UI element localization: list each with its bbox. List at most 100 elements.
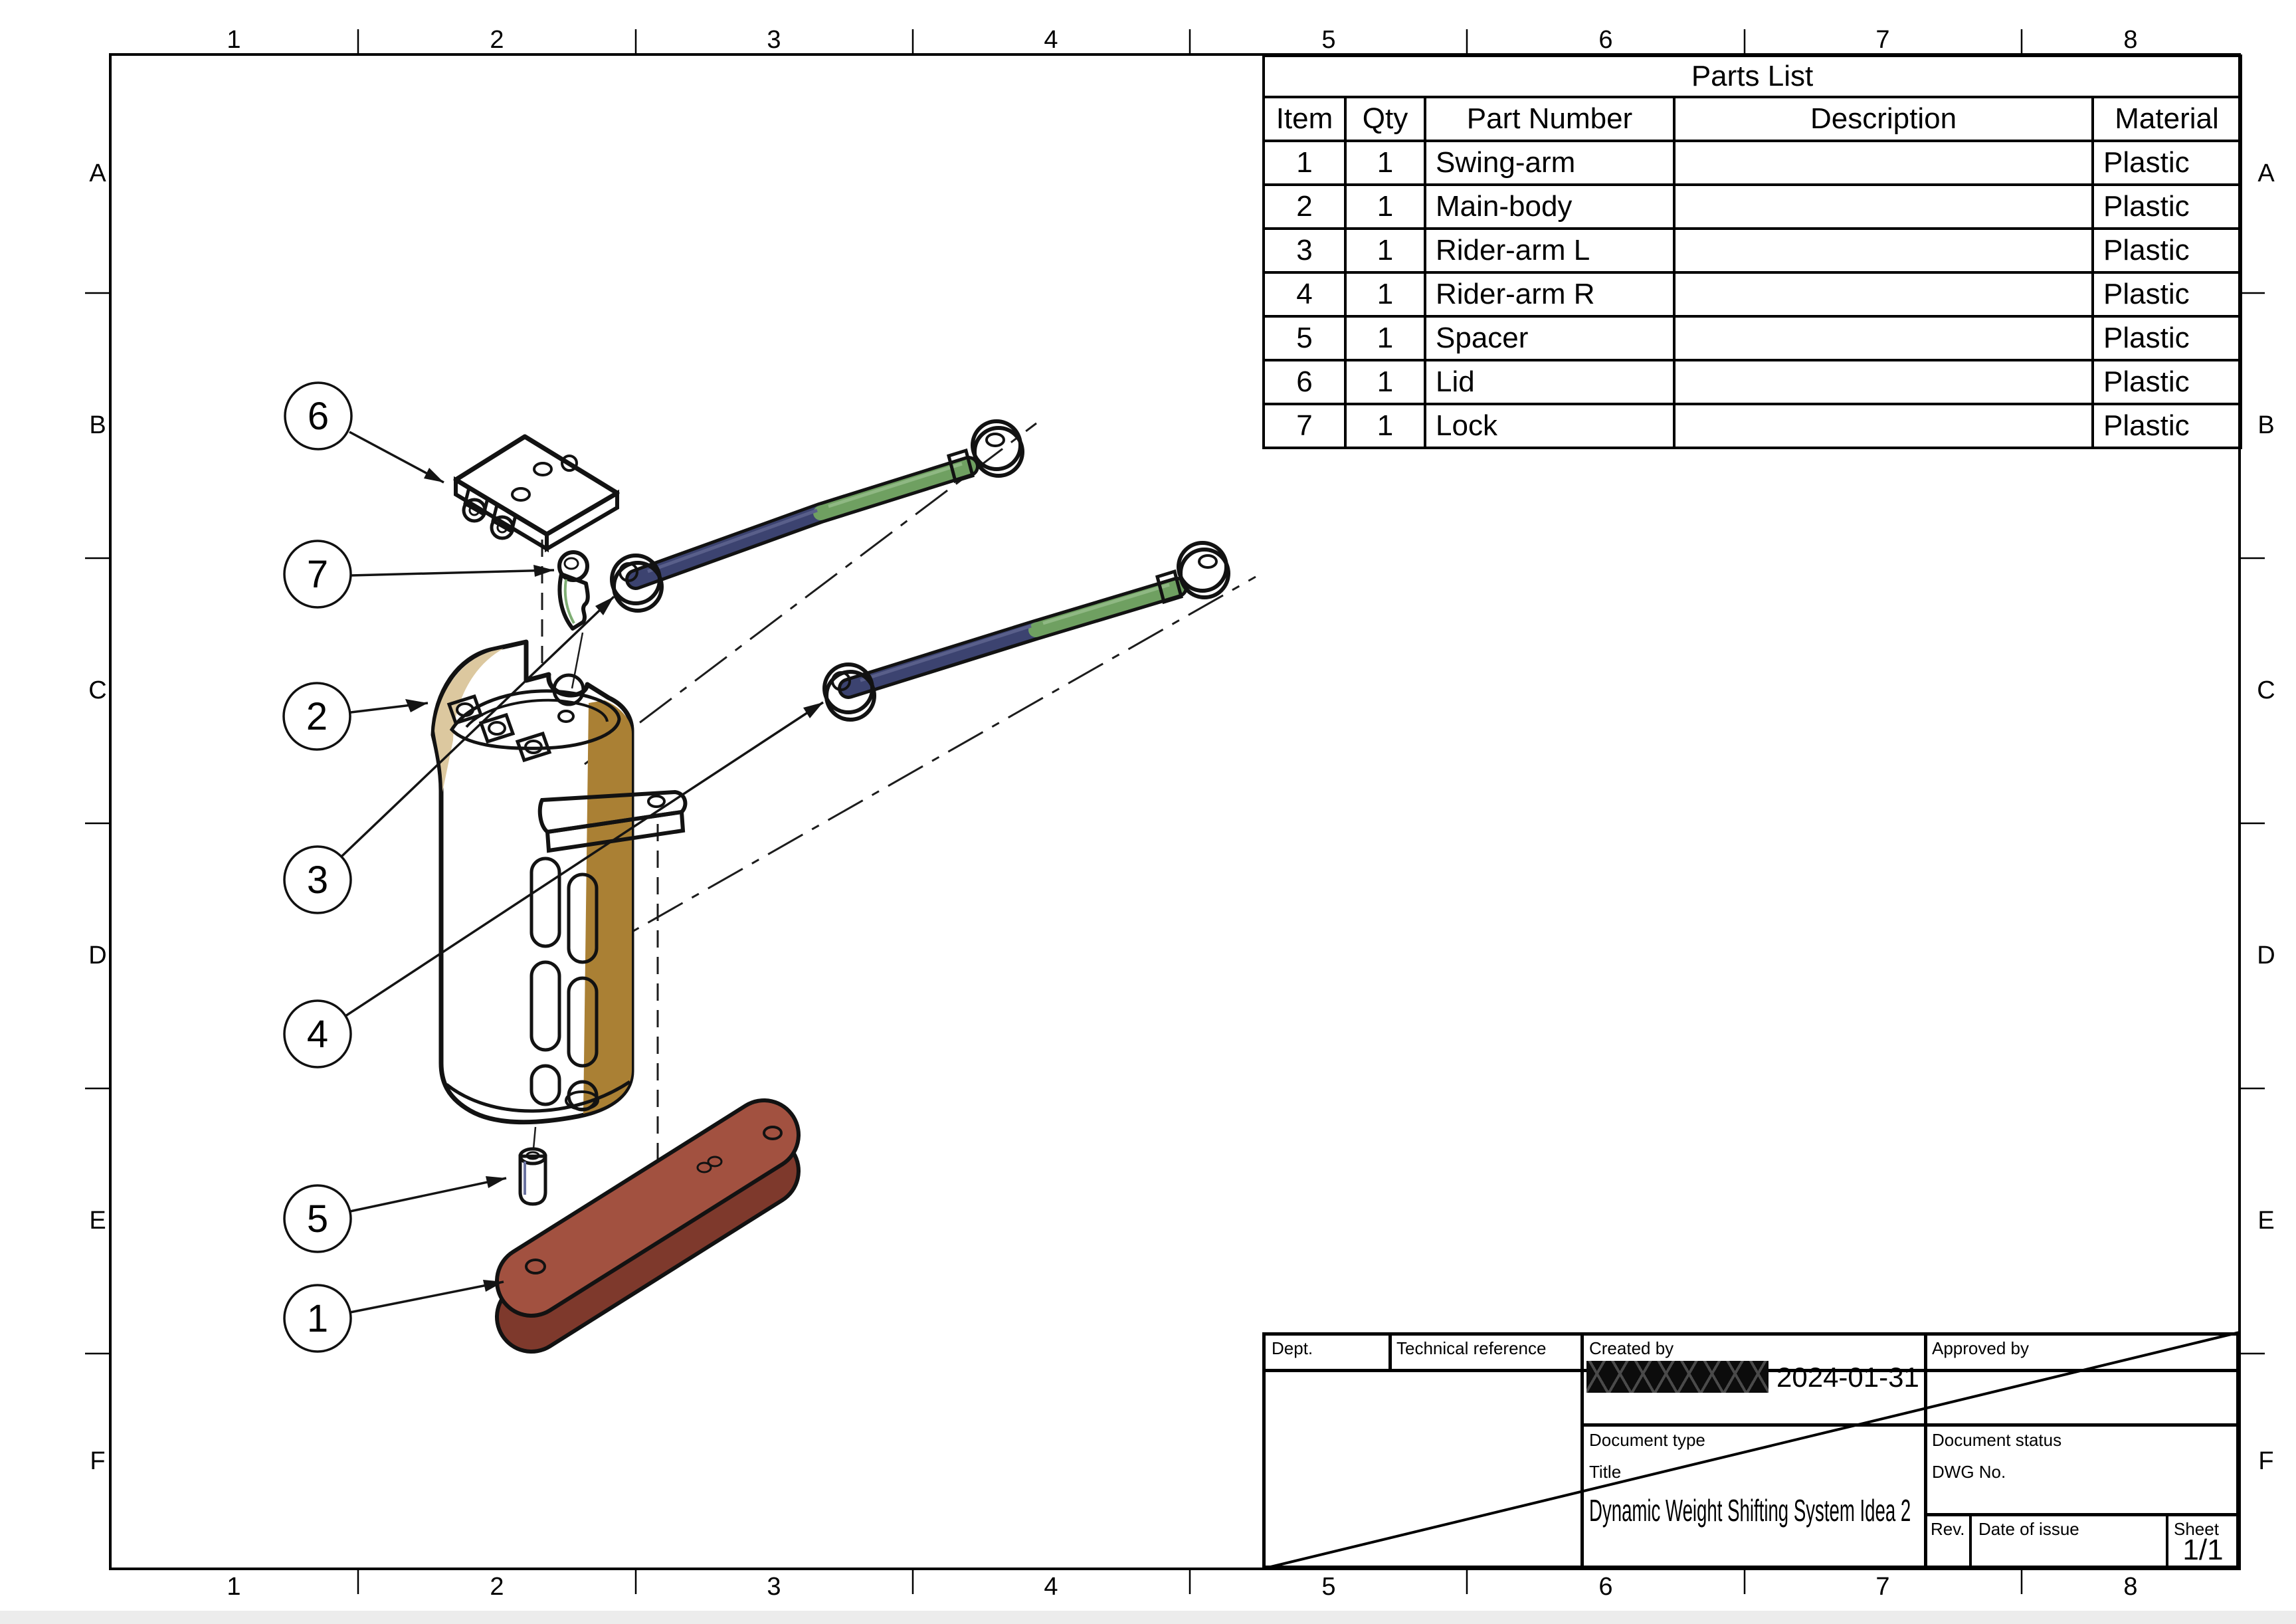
- cell-part-number: Spacer: [1424, 315, 1675, 361]
- arm-l-eyelet-navy: [610, 554, 662, 605]
- zone-row-left-e: E: [89, 1207, 106, 1235]
- tb-vline-rev: [1969, 1513, 1972, 1569]
- body-notch: [552, 673, 585, 706]
- cell-material: Plastic: [2091, 183, 2243, 230]
- zone-col-bot-6: 6: [1598, 1573, 1613, 1601]
- balloon-4: 4: [283, 999, 352, 1068]
- zone-col-top-7: 7: [1875, 26, 1890, 54]
- part-rider-arm-r: [822, 541, 1230, 722]
- parts-row-5: 5 1 Spacer Plastic: [1262, 315, 2243, 361]
- cell-qty: 1: [1344, 227, 1426, 274]
- svg-text:3: 3: [307, 859, 328, 902]
- rider-arm-r-centerline: [587, 575, 1256, 958]
- cell-item: 7: [1262, 403, 1347, 449]
- cell-material: Plastic: [2091, 271, 2243, 318]
- zone-row-left-f: F: [90, 1447, 106, 1475]
- cell-description: [1673, 227, 2094, 274]
- cell-description: [1673, 183, 2094, 230]
- dept-label: Dept.: [1272, 1338, 1313, 1358]
- title-label: Title: [1589, 1462, 1622, 1482]
- assembly-centerlines: [532, 422, 1256, 1203]
- document-type-label: Document type: [1589, 1430, 1705, 1450]
- tb-vline-approved: [1924, 1332, 1927, 1569]
- balloon-leaders: [340, 431, 824, 1314]
- drawing-title: Dynamic Weight Shifting System Idea 2: [1589, 1493, 1911, 1528]
- cell-item: 2: [1262, 183, 1347, 230]
- col-header-description: Description: [1673, 96, 2094, 142]
- zone-col-bot-2: 2: [490, 1573, 504, 1601]
- tb-hline-2: [1580, 1423, 2240, 1427]
- body-channel-opening: [449, 689, 621, 750]
- balloons: 6 7 2 3 4 5 1: [282, 381, 353, 1353]
- balloon-7: 7: [283, 540, 352, 609]
- zone-row-left-a: A: [89, 159, 106, 187]
- cell-part-number: Rider-arm L: [1424, 227, 1675, 274]
- svg-text:5: 5: [307, 1197, 328, 1241]
- cell-material: Plastic: [2091, 315, 2243, 361]
- parts-row-1: 1 1 Swing-arm Plastic: [1262, 140, 2243, 186]
- zone-col-bot-7: 7: [1875, 1573, 1890, 1601]
- cell-qty: 1: [1344, 315, 1426, 361]
- balloon-2: 2: [282, 682, 351, 751]
- zone-col-top-5: 5: [1321, 26, 1336, 54]
- zone-col-top-6: 6: [1598, 26, 1613, 54]
- zone-row-right-a: A: [2257, 159, 2275, 187]
- zone-col-top-3: 3: [767, 26, 781, 54]
- balloon-5: 5: [283, 1184, 352, 1253]
- cell-item: 5: [1262, 315, 1347, 361]
- sheet-value: 1/1: [2182, 1534, 2224, 1566]
- part-rider-arm-l: [610, 419, 1024, 613]
- col-header-material: Material: [2091, 96, 2243, 142]
- zone-col-top-4: 4: [1044, 26, 1058, 54]
- cell-item: 1: [1262, 140, 1347, 186]
- cell-description: [1673, 271, 2094, 318]
- part-spacer: [518, 1147, 547, 1206]
- balloon-1: 1: [283, 1284, 352, 1353]
- zone-row-right-d: D: [2257, 942, 2275, 969]
- sheet-label: Sheet: [2174, 1519, 2219, 1539]
- arm-r-eyelet-green: [1177, 541, 1228, 593]
- cell-qty: 1: [1344, 359, 1426, 405]
- parts-row-6: 6 1 Lid Plastic: [1262, 359, 2243, 405]
- parts-list-title: Parts List: [1262, 54, 2243, 98]
- created-date: 2024-01-31: [1776, 1362, 1919, 1393]
- cell-material: Plastic: [2091, 227, 2243, 274]
- arm-l-collar: [946, 448, 975, 484]
- leader-4: [345, 701, 824, 1017]
- cell-part-number: Rider-arm R: [1424, 271, 1675, 318]
- svg-text:1: 1: [307, 1297, 328, 1340]
- balloon-6: 6: [284, 381, 353, 451]
- zone-col-top-8: 8: [2123, 26, 2138, 54]
- zone-col-bot-1: 1: [227, 1573, 241, 1601]
- tb-hline-3: [1924, 1513, 2240, 1516]
- cell-description: [1673, 403, 2094, 449]
- arm-l-eyelet-green: [971, 419, 1022, 471]
- col-header-qty: Qty: [1344, 96, 1426, 142]
- leader-2: [350, 699, 429, 714]
- zone-col-top-1: 1: [227, 26, 241, 54]
- cell-part-number: Lock: [1424, 403, 1675, 449]
- svg-text:6: 6: [308, 395, 329, 438]
- parts-row-7: 7 1 Lock Plastic: [1262, 403, 2243, 449]
- tb-vline-sheet: [2166, 1513, 2168, 1569]
- arm-r-collar: [1155, 569, 1184, 605]
- approved-by-label: Approved by: [1932, 1338, 2029, 1358]
- zone-col-bot-8: 8: [2123, 1573, 2138, 1601]
- title-block-border: [1262, 1332, 2240, 1569]
- leader-5: [349, 1176, 507, 1213]
- svg-text:4: 4: [307, 1013, 328, 1056]
- parts-row-3: 3 1 Rider-arm L Plastic: [1262, 227, 2243, 274]
- cell-qty: 1: [1344, 183, 1426, 230]
- zone-row-left-b: B: [89, 411, 106, 439]
- zone-row-right-c: C: [2257, 676, 2275, 704]
- cell-item: 3: [1262, 227, 1347, 274]
- cell-part-number: Swing-arm: [1424, 140, 1675, 186]
- zone-row-left-d: D: [88, 942, 107, 969]
- cell-description: [1673, 140, 2094, 186]
- part-lock: [557, 550, 590, 631]
- tb-vline-dept: [1388, 1332, 1392, 1369]
- cell-description: [1673, 359, 2094, 405]
- lid-hinge-tabs: [462, 485, 518, 540]
